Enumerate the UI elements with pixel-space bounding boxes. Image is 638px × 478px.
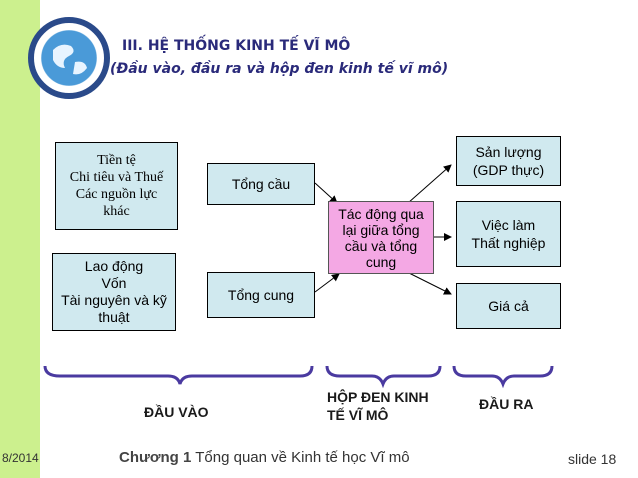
aggregate-demand-text: Tổng cầu	[231, 176, 291, 192]
interaction-line-2: lại giữa tổng	[342, 221, 420, 238]
footer-chapter-label: Chương 1	[119, 449, 192, 466]
interaction-line-4: cung	[365, 253, 397, 270]
input-spending-tax-text: Chi tiêu và Thuế	[69, 170, 164, 185]
aggregate-demand-box: Tổng cầu	[207, 163, 315, 205]
inputs-label: ĐẦU VÀO	[144, 404, 209, 420]
arrow-demand-to-interaction	[314, 182, 338, 204]
arrow-supply-to-interaction	[314, 273, 340, 293]
outputs-brace	[452, 365, 554, 389]
output-gdp-box: Sản lượng (GDP thực)	[456, 136, 561, 186]
arrow-interaction-to-output	[407, 164, 452, 204]
input-natural-resources-text: Tài nguyên và kỹ	[61, 292, 167, 308]
footer-slide-number: slide 18	[568, 451, 617, 467]
aggregate-supply-text: Tổng cung	[227, 287, 295, 303]
black-box-label: HỘP ĐEN KINH TẾ VĨ MÔ	[327, 388, 429, 424]
outputs-label: ĐẦU RA	[479, 396, 534, 412]
left-accent-stripe	[0, 0, 40, 478]
slide-subtitle: (Đầu vào, đầu ra và hộp đen kinh tế vĩ m…	[110, 61, 449, 77]
input-capital-text: Vốn	[101, 275, 127, 291]
arrow-interaction-to-prices	[408, 272, 452, 295]
inputs-factors-box: Lao động Vốn Tài nguyên và kỹ thuật	[52, 253, 176, 331]
interaction-line-1: Tác động qua	[338, 205, 424, 222]
footer-date: 8/2014	[2, 451, 39, 465]
input-other-text: khác	[103, 204, 130, 219]
black-box-brace	[325, 365, 442, 389]
interaction-line-3: cầu và tổng	[344, 237, 418, 254]
output-gdp-line-1: Sản lượng	[475, 144, 542, 160]
output-prices-text: Giá cả	[488, 298, 529, 314]
output-prices-box: Giá cả	[456, 283, 561, 329]
inputs-brace	[43, 365, 314, 385]
input-labor-text: Lao động	[84, 258, 144, 274]
input-technology-text: thuật	[98, 309, 130, 325]
interaction-box: Tác động qua lại giữa tổng cầu và tổng c…	[328, 201, 434, 274]
output-employment-line-1: Việc làm	[481, 217, 536, 233]
black-box-label-line-2: TẾ VĨ MÔ	[327, 407, 389, 423]
globe-logo-icon	[28, 17, 110, 99]
black-box-label-line-1: HỘP ĐEN KINH	[327, 389, 429, 405]
input-resources-text: Các nguồn lực	[75, 187, 158, 202]
footer-chapter: Chương 1 Tổng quan về Kinh tế học Vĩ mô	[119, 449, 410, 466]
slide-title: III. HỆ THỐNG KINH TẾ VĨ MÔ	[122, 38, 351, 54]
output-gdp-line-2: (GDP thực)	[472, 162, 545, 178]
input-money-text: Tiền tệ	[97, 153, 136, 168]
inputs-money-fiscal-box: Tiền tệ Chi tiêu và Thuế Các nguồn lực k…	[55, 142, 178, 230]
aggregate-supply-box: Tổng cung	[207, 272, 315, 318]
footer-chapter-title: Tổng quan về Kinh tế học Vĩ mô	[195, 449, 410, 466]
output-employment-line-2: Thất nghiệp	[471, 235, 546, 251]
output-employment-box: Việc làm Thất nghiệp	[456, 201, 561, 267]
